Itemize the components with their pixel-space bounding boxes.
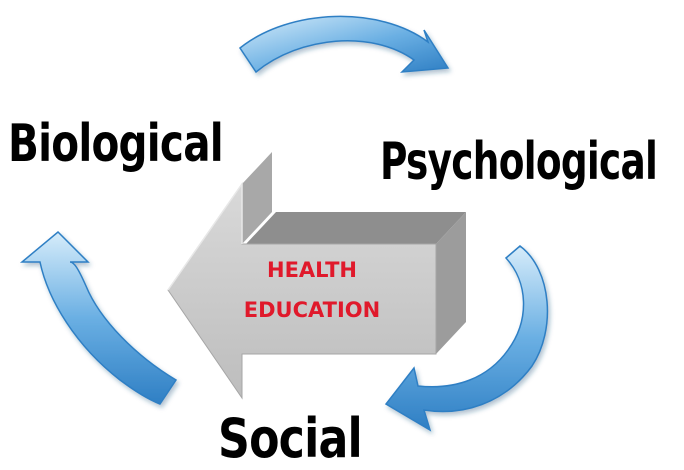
center-label-line-1: HEALTH — [267, 258, 357, 282]
center-label-line-2: EDUCATION — [243, 298, 381, 322]
social-label: Social — [218, 407, 363, 470]
psychological-label: Psychological — [380, 132, 658, 192]
health-education-block-arrow-icon — [167, 152, 466, 400]
right-curved-arrow-icon — [384, 245, 549, 432]
top-curved-arrow-icon — [238, 15, 450, 74]
biological-label: Biological — [8, 114, 224, 174]
left-curved-arrow-icon — [19, 230, 178, 405]
